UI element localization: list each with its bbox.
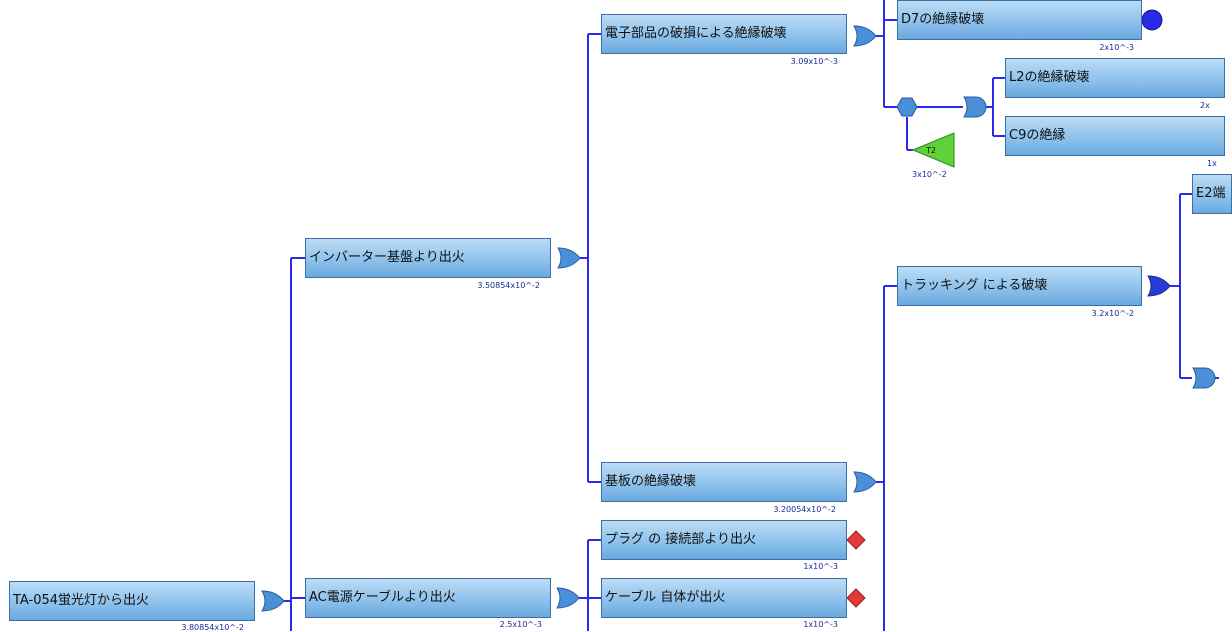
and-gate-lower[interactable] (1192, 367, 1216, 389)
probability-label: 3.09x10^-3 (790, 57, 838, 66)
event-box-top[interactable]: TA-054蛍光灯から出火 (9, 581, 255, 621)
event-label: E2端 (1196, 186, 1226, 201)
probability-label: 3x10^-2 (912, 170, 947, 179)
or-gate-top[interactable] (261, 590, 285, 612)
probability-label: 1x10^-3 (803, 620, 838, 629)
event-label: L2の絶縁破壊 (1009, 70, 1090, 85)
event-box-electronic-parts[interactable]: 電子部品の破損による絶縁破壊 (601, 14, 847, 54)
probability-label: 2.5x10^-3 (499, 620, 542, 629)
probability-label: 2x (1200, 101, 1210, 110)
or-gate-board-insulation[interactable] (853, 471, 877, 493)
event-label: ケーブル 自体が出火 (605, 590, 726, 605)
probability-label: 3.80854x10^-2 (181, 623, 244, 632)
or-gate-electronic-parts[interactable] (853, 25, 877, 47)
event-label: プラグ の 接続部より出火 (605, 532, 757, 547)
event-label: AC電源ケーブルより出火 (309, 590, 456, 605)
event-box-d7[interactable]: D7の絶縁破壊 (897, 0, 1142, 40)
undeveloped-event-diamond-plug[interactable] (846, 530, 866, 550)
event-label: TA-054蛍光灯から出火 (13, 593, 150, 608)
event-label: 電子部品の破損による絶縁破壊 (605, 26, 787, 41)
probability-label: 3.50854x10^-2 (477, 281, 540, 290)
undeveloped-event-diamond-cable[interactable] (846, 588, 866, 608)
transfer-label: T2 (926, 146, 936, 155)
event-label: 基板の絶縁破壊 (605, 474, 697, 489)
event-box-ac-cable[interactable]: AC電源ケーブルより出火 (305, 578, 551, 618)
event-box-c9[interactable]: C9の絶縁 (1005, 116, 1225, 156)
and-gate-l2-c9[interactable] (963, 96, 987, 118)
event-box-e2[interactable]: E2端 (1192, 174, 1232, 214)
event-label: インバーター基盤より出火 (309, 250, 465, 265)
event-box-plug[interactable]: プラグ の 接続部より出火 (601, 520, 847, 560)
event-box-l2[interactable]: L2の絶縁破壊 (1005, 58, 1225, 98)
event-label: トラッキング による破壊 (901, 278, 1048, 293)
probability-label: 3.20054x10^-2 (773, 505, 836, 514)
probability-label: 2x10^-3 (1099, 43, 1134, 52)
event-box-tracking[interactable]: トラッキング による破壊 (897, 266, 1142, 306)
event-label: D7の絶縁破壊 (901, 12, 985, 27)
or-gate-tracking[interactable] (1147, 275, 1171, 297)
event-label: C9の絶縁 (1009, 128, 1066, 143)
transfer-triangle-t2[interactable] (911, 132, 955, 168)
or-gate-inverter[interactable] (557, 247, 581, 269)
probability-label: 3.2x10^-2 (1091, 309, 1134, 318)
or-gate-ac-cable[interactable] (556, 587, 580, 609)
probability-label: 1x (1207, 159, 1217, 168)
event-box-board-insulation[interactable]: 基板の絶縁破壊 (601, 462, 847, 502)
basic-event-circle[interactable] (1141, 9, 1163, 31)
probability-label: 1x10^-3 (803, 562, 838, 571)
event-box-inverter[interactable]: インバーター基盤より出火 (305, 238, 551, 278)
event-box-cable-self[interactable]: ケーブル 自体が出火 (601, 578, 847, 618)
inhibit-gate[interactable] (896, 97, 918, 117)
